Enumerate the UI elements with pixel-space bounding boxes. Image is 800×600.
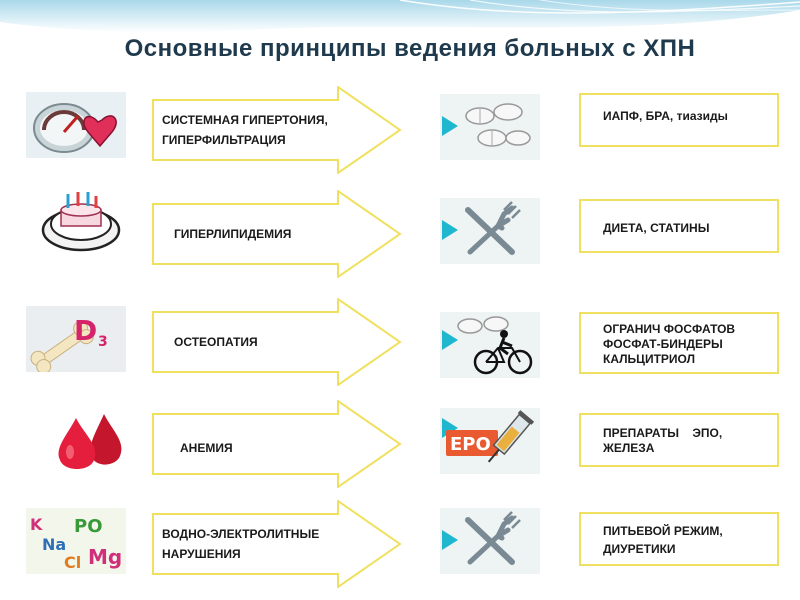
treatment-box: ПРЕПАРАТЫ ЭПО, ЖЕЛЕЗА [579, 413, 779, 467]
problem-label-line: ГИПЕРФИЛЬТРАЦИЯ [162, 133, 286, 147]
svg-text:3: 3 [98, 334, 108, 350]
pills-bicycle-icon [440, 312, 540, 378]
treatment-line: ДИЕТА, СТАТИНЫ [603, 221, 710, 235]
pills-icon [440, 94, 540, 160]
cake-icon [26, 188, 126, 254]
ion-text: PO [74, 516, 103, 537]
treatment-box: ДИЕТА, СТАТИНЫ [579, 199, 779, 253]
epo-label: EPO [450, 434, 491, 455]
treatment-line: ФОСФАТ-БИНДЕРЫ [603, 337, 723, 351]
treatment-box: ОГРАНИЧ ФОСФАТОВ ФОСФАТ-БИНДЕРЫ КАЛЬЦИТР… [579, 312, 779, 374]
treatment-line: ПРЕПАРАТЫ ЭПО, [603, 426, 723, 440]
blood-drops-icon [34, 408, 134, 474]
problem-label-line: НАРУШЕНИЯ [162, 547, 241, 561]
ion-text: Cl [64, 553, 81, 572]
ion-text: Mg [88, 545, 122, 569]
treatment-line: ПИТЬЕВОЙ РЕЖИМ, [603, 524, 723, 538]
problem-label-line: ОСТЕОПАТИЯ [174, 335, 258, 349]
fork-knife-icon [440, 508, 540, 574]
problem-arrow: ОСТЕОПАТИЯ [152, 298, 402, 386]
bone-d3-icon: D 3 [26, 306, 126, 372]
treatment-line: КАЛЬЦИТРИОЛ [603, 352, 695, 366]
epo-syringe-icon: EPO [440, 408, 540, 474]
slide-title: Основные принципы ведения больных с ХПН [124, 35, 696, 62]
problem-arrow: ВОДНО-ЭЛЕКТРОЛИТНЫЕ НАРУШЕНИЯ [152, 500, 402, 588]
problem-label-line: СИСТЕМНАЯ ГИПЕРТОНИЯ, [162, 113, 328, 127]
problem-label-line: ГИПЕРЛИПИДЕМИЯ [174, 227, 292, 241]
treatment-line: ИАПФ, БРА, тиазиды [603, 109, 728, 123]
problem-label-line: ВОДНО-ЭЛЕКТРОЛИТНЫЕ [162, 527, 320, 541]
header-wave-decoration [0, 0, 800, 33]
d3-icon-letter: D [74, 314, 97, 347]
problem-arrow: СИСТЕМНАЯ ГИПЕРТОНИЯ, ГИПЕРФИЛЬТРАЦИЯ [152, 86, 402, 174]
treatment-line: ОГРАНИЧ ФОСФАТОВ [603, 322, 736, 336]
electrolytes-icon: K Na PO Cl Mg [26, 508, 126, 574]
problem-arrow: ГИПЕРЛИПИДЕМИЯ [152, 190, 402, 278]
problem-label-line: АНЕМИЯ [180, 441, 233, 455]
treatment-line: ЖЕЛЕЗА [603, 441, 655, 455]
treatment-box: ПИТЬЕВОЙ РЕЖИМ, ДИУРЕТИКИ [579, 512, 779, 566]
ion-text: Na [42, 535, 66, 554]
ion-text: K [30, 515, 43, 534]
gauge-heart-icon [26, 92, 126, 158]
problem-arrow: АНЕМИЯ [152, 400, 402, 488]
fork-knife-icon [440, 198, 540, 264]
treatment-box: ИАПФ, БРА, тиазиды [579, 93, 779, 147]
treatment-line: ДИУРЕТИКИ [603, 542, 676, 556]
